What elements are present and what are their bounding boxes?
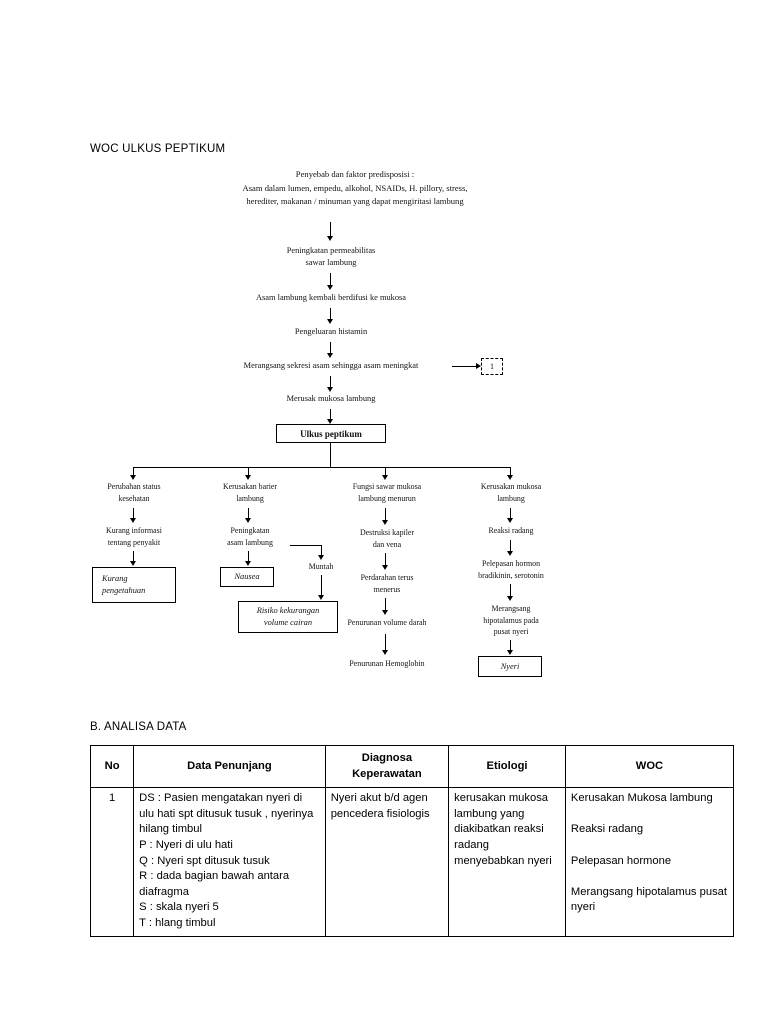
analisa-data-table: No Data Penunjang Diagnosa Keperawatan E… <box>89 744 735 937</box>
arrow-head <box>327 419 333 424</box>
connector <box>330 342 332 355</box>
arrow-head <box>130 561 136 566</box>
col-header-diagnosa: Diagnosa Keperawatan <box>324 744 450 789</box>
connector <box>248 467 250 477</box>
arrow-head <box>507 650 513 655</box>
connector <box>510 508 512 520</box>
cell-woc: Kerusakan Mukosa lambung Reaksi radang P… <box>564 787 735 937</box>
arrow-head <box>245 475 251 480</box>
node-merangsang-hipotalamus: Merangsang hipotalamus pada pusat nyeri <box>483 604 539 636</box>
arrow-head <box>507 596 513 601</box>
node-perubahan-status: Perubahan status kesehatan <box>107 482 161 503</box>
node-perdarahan-terus: Perdarahan terus menerus <box>360 573 414 594</box>
page-title: WOC ULKUS PEPTIKUM <box>90 143 226 155</box>
connector-bus <box>133 467 511 469</box>
connector <box>510 584 512 598</box>
node-reference-1: 1 <box>481 358 503 375</box>
connector <box>133 551 135 563</box>
arrow-head <box>476 363 481 369</box>
node-fungsi-sawar: Fungsi sawar mukosa lambung menurun <box>352 482 422 503</box>
connector <box>290 545 322 547</box>
connector <box>330 409 332 421</box>
connector <box>330 308 332 321</box>
node-reaksi-radang: Reaksi radang <box>488 526 534 535</box>
arrow-head <box>507 518 513 523</box>
connector <box>330 376 332 389</box>
cell-diagnosa: Nyeri akut b/d agen pencedera fisiologis <box>324 787 450 937</box>
cell-data-penunjang: DS : Pasien mengatakan nyeri di ulu hati… <box>133 787 326 937</box>
arrow-head <box>382 650 388 655</box>
node-penyebab: Penyebab dan faktor predisposisi : Asam … <box>242 169 468 206</box>
arrow-head <box>507 475 513 480</box>
arrow-head <box>382 475 388 480</box>
col-header-etiologi: Etiologi <box>448 744 566 789</box>
connector <box>510 540 512 553</box>
col-header-no: No <box>89 744 135 789</box>
connector <box>321 545 323 557</box>
col-header-woc: WOC <box>564 744 735 789</box>
arrow-head <box>327 387 333 392</box>
arrow-head <box>382 610 388 615</box>
woc-flowchart: Penyebab dan faktor predisposisi : Asam … <box>92 169 544 677</box>
connector <box>248 508 250 520</box>
node-destruksi-kapiler: Destruksi kapiler dan vena <box>359 528 415 549</box>
connector <box>133 467 135 477</box>
arrow-head <box>318 595 324 600</box>
arrow-head <box>327 353 333 358</box>
col-header-data-penunjang: Data Penunjang <box>133 744 326 789</box>
node-kerusakan-mukosa: Kerusakan mukosa lambung <box>480 482 542 503</box>
node-kurang-pengetahuan-box: Kurang pengetahuan <box>92 567 176 603</box>
arrow-head <box>245 561 251 566</box>
connector <box>385 508 387 522</box>
node-peningkatan-asam: Peningkatan asam lambung <box>227 526 273 547</box>
node-muntah: Muntah <box>308 562 334 571</box>
node-kurang-informasi: Kurang informasi tentang penyakit <box>106 526 162 547</box>
arrow-head <box>327 285 333 290</box>
table-header-row: No Data Penunjang Diagnosa Keperawatan E… <box>89 744 735 789</box>
connector <box>510 640 512 652</box>
connector <box>248 551 250 563</box>
node-penurunan-hemoglobin: Penurunan Hemoglobin <box>349 659 425 668</box>
node-penurunan-volume-darah: Penurunan volume darah <box>347 618 427 627</box>
connector <box>452 366 477 368</box>
arrow-head <box>130 518 136 523</box>
arrow-head <box>382 565 388 570</box>
section-title-analisa-data: B. ANALISA DATA <box>90 721 187 733</box>
node-kerusakan-barier: Kerusakan barier lambung <box>222 482 278 503</box>
connector <box>133 508 135 520</box>
connector <box>330 222 332 238</box>
node-merusak-mukosa: Merusak mukosa lambung <box>286 394 376 403</box>
connector <box>330 273 332 287</box>
connector <box>330 443 332 468</box>
node-nyeri-box: Nyeri <box>478 656 542 677</box>
arrow-head <box>507 551 513 556</box>
node-pelepasan-hormon: Pelepasan hormon bradikinin, serotonin <box>478 559 544 580</box>
connector <box>385 553 387 567</box>
node-sekresi-asam: Merangsang sekresi asam sehingga asam me… <box>243 361 419 370</box>
node-ulkus-peptikum: Ulkus peptikum <box>276 424 386 443</box>
arrow-head <box>327 236 333 241</box>
node-histamin: Pengeluaran histamin <box>294 327 368 336</box>
node-risiko-kekurangan-cairan-box: Risiko kekurangan volume cairan <box>238 601 338 633</box>
connector <box>510 467 512 477</box>
node-permeabilitas: Peningkatan permeabilitas sawar lambung <box>286 246 376 267</box>
arrow-head <box>382 520 388 525</box>
arrow-head <box>327 319 333 324</box>
arrow-head <box>245 518 251 523</box>
connector <box>385 634 387 652</box>
arrow-head <box>318 555 324 560</box>
node-nausea-box: Nausea <box>220 567 274 587</box>
connector <box>385 598 387 612</box>
node-difusi: Asam lambung kembali berdifusi ke mukosa <box>255 293 407 302</box>
connector <box>321 575 323 597</box>
cell-no: 1 <box>89 787 135 937</box>
connector <box>385 467 387 477</box>
cell-etiologi: kerusakan mukosa lambung yang diakibatka… <box>448 787 566 937</box>
table-row: 1 DS : Pasien mengatakan nyeri di ulu ha… <box>89 787 735 937</box>
arrow-head <box>130 475 136 480</box>
